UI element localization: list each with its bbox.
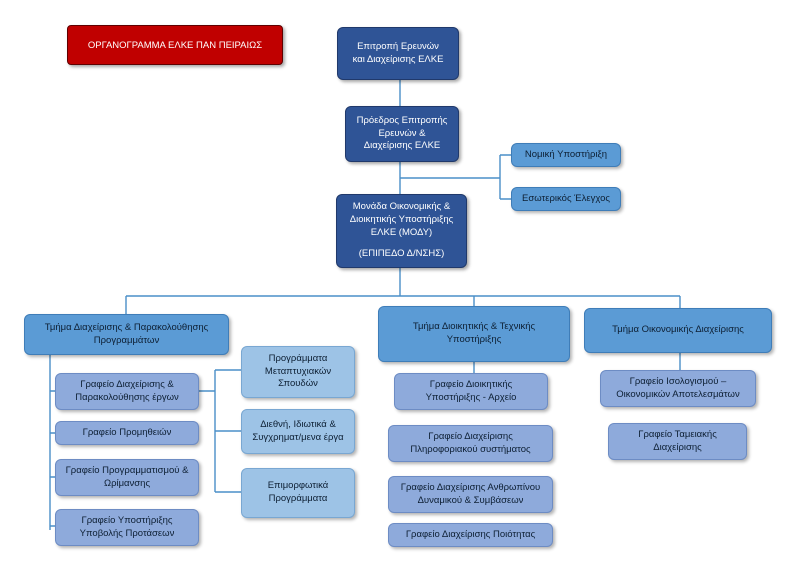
node-intl-projects: Διεθνή, Ιδιωτικά & Συγχρηματ/μενα έργα	[241, 409, 355, 454]
node-dept-programs: Τμήμα Διαχείρισης & Παρακολούθησης Προγρ…	[24, 314, 229, 355]
link-president-staff	[400, 154, 511, 200]
node-office-treasury: Γραφείο Ταμειακής Διαχείρισης	[608, 423, 747, 460]
node-office-procurement: Γραφείο Προμηθειών	[55, 421, 199, 445]
node-office-quality: Γραφείο Διαχείρισης Ποιότητας	[388, 523, 553, 547]
node-office-admin-archive: Γραφείο Διοικητικής Υποστήριξης - Αρχείο	[394, 373, 548, 410]
link-mody-departments	[125, 268, 681, 314]
node-office-projects: Γραφείο Διαχείρισης & Παρακολούθησης έργ…	[55, 373, 199, 410]
node-dept-finance: Τμήμα Οικονομικής Διαχείρισης	[584, 308, 772, 353]
node-postgrad-programs: Προγράμματα Μεταπτυχιακών Σπουδών	[241, 346, 355, 398]
link-dept-programs-offices	[49, 355, 55, 530]
node-mody-unit: Μονάδα Οικονομικής & Διοικητικής Υποστήρ…	[336, 194, 467, 268]
node-committee-president: Πρόεδρος Επιτροπής Ερευνών & Διαχείρισης…	[345, 106, 459, 162]
node-office-balance: Γραφείο Ισολογισμού – Οικονομικών Αποτελ…	[600, 370, 756, 407]
node-research-committee: Επιτροπή Ερευνών και Διαχείρισης ΕΛΚΕ	[337, 27, 459, 80]
node-dept-admin-tech: Τμήμα Διοικητικής & Τεχνικής Υποστήριξης	[378, 306, 570, 362]
node-training-programs: Επιμορφωτικά Προγράμματα	[241, 468, 355, 518]
node-office-hr: Γραφείο Διαχείρισης Ανθρωπίνου Δυναμικού…	[388, 476, 553, 513]
link-projects-programs	[199, 369, 241, 493]
node-office-planning: Γραφείο Προγραμματισμού & Ωρίμανσης	[55, 459, 199, 496]
org-chart-title: ΟΡΓΑΝΟΓΡΑΜΜΑ ΕΛΚΕ ΠΑΝ ΠΕΙΡΑΙΩΣ	[67, 25, 283, 65]
node-office-proposals: Γραφείο Υποστήριξης Υποβολής Προτάσεων	[55, 509, 199, 546]
node-office-it: Γραφείο Διαχείρισης Πληροφοριακού συστήμ…	[388, 425, 553, 462]
node-internal-audit: Εσωτερικός Έλεγχος	[511, 187, 621, 211]
node-legal-support: Νομική Υποστήριξη	[511, 143, 621, 167]
